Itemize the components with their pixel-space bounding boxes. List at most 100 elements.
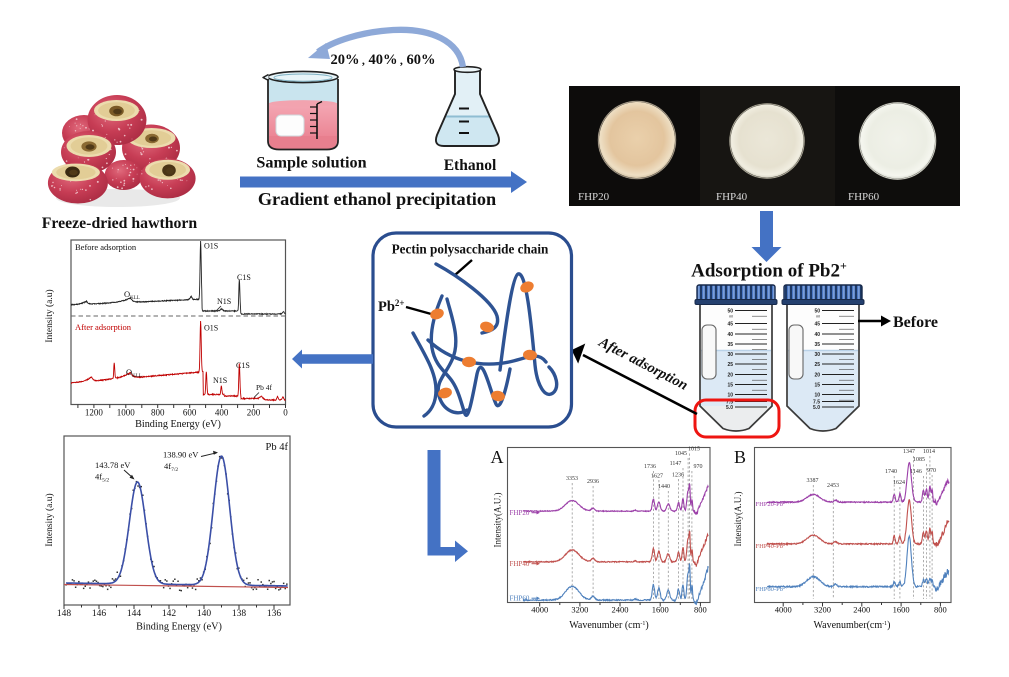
svg-text:1736: 1736	[644, 464, 656, 470]
svg-text:148: 148	[57, 609, 72, 619]
svg-text:20% , 40% , 60%: 20% , 40% , 60%	[330, 52, 435, 68]
svg-text:FHP60: FHP60	[510, 595, 530, 603]
svg-text:5.0: 5.0	[813, 405, 820, 411]
svg-text:1085: 1085	[913, 457, 925, 463]
svg-text:136: 136	[267, 609, 282, 619]
svg-text:Ethanol: Ethanol	[444, 157, 497, 174]
svg-text:Binding Energy (eV): Binding Energy (eV)	[135, 419, 221, 430]
svg-text:FHP20: FHP20	[510, 509, 530, 517]
svg-text:20: 20	[727, 373, 733, 379]
svg-text:Wavenumber(cm-1): Wavenumber(cm-1)	[814, 620, 891, 631]
svg-text:1624: 1624	[893, 480, 905, 486]
svg-text:45: 45	[814, 322, 820, 328]
svg-text:10: 10	[814, 393, 820, 399]
svg-text:Before adsorption: Before adsorption	[75, 242, 137, 252]
svg-text:1147: 1147	[670, 461, 682, 467]
svg-text:1045: 1045	[675, 451, 687, 457]
svg-text:Pb 4f: Pb 4f	[256, 383, 273, 392]
svg-text:143.78 eV: 143.78 eV	[95, 460, 131, 470]
svg-text:3200: 3200	[571, 605, 588, 615]
svg-text:1000: 1000	[117, 408, 136, 418]
svg-text:800: 800	[934, 605, 947, 615]
svg-text:144: 144	[127, 609, 142, 619]
svg-text:3353: 3353	[566, 476, 578, 482]
svg-text:1200: 1200	[85, 408, 104, 418]
svg-text:After adsorption: After adsorption	[75, 322, 132, 332]
svg-text:Freeze-dried hawthorn: Freeze-dried hawthorn	[42, 215, 198, 232]
svg-text:25: 25	[727, 362, 733, 368]
svg-text:Wavenumber (cm-1): Wavenumber (cm-1)	[569, 620, 648, 631]
svg-text:C1S: C1S	[236, 361, 250, 370]
svg-text:Adsorption of Pb2+: Adsorption of Pb2+	[691, 259, 847, 282]
svg-text:2936: 2936	[587, 479, 599, 485]
svg-text:30: 30	[727, 352, 733, 358]
svg-text:45: 45	[727, 322, 733, 328]
svg-text:20: 20	[814, 373, 820, 379]
svg-text:FHP60-Pb2+: FHP60-Pb2+	[756, 585, 789, 594]
svg-text:25: 25	[814, 362, 820, 368]
svg-text:3387: 3387	[807, 478, 819, 484]
svg-text:800: 800	[151, 408, 165, 418]
svg-text:2400: 2400	[853, 605, 870, 615]
svg-text:O1S: O1S	[204, 324, 218, 333]
svg-text:138: 138	[232, 609, 247, 619]
svg-text:970: 970	[694, 464, 703, 470]
svg-text:50: 50	[814, 309, 820, 315]
svg-text:FHP40: FHP40	[716, 191, 748, 203]
svg-text:0: 0	[283, 408, 288, 418]
svg-text:2453: 2453	[827, 483, 839, 489]
svg-text:Intensity (a.u): Intensity (a.u)	[44, 289, 55, 342]
svg-text:40: 40	[727, 332, 733, 338]
svg-text:30: 30	[814, 352, 820, 358]
svg-text:600: 600	[183, 408, 197, 418]
svg-text:1440: 1440	[658, 484, 670, 490]
svg-text:7.5: 7.5	[726, 400, 733, 406]
svg-text:A: A	[491, 447, 504, 467]
svg-text:Intensity(A.U.): Intensity(A.U.)	[733, 492, 743, 547]
svg-text:1146: 1146	[910, 469, 922, 475]
svg-text:2400: 2400	[612, 605, 629, 615]
svg-text:B: B	[734, 447, 746, 467]
svg-text:7.5: 7.5	[813, 400, 820, 406]
svg-text:FHP60: FHP60	[848, 191, 880, 203]
svg-text:5.0: 5.0	[726, 405, 733, 411]
svg-text:1014: 1014	[923, 449, 935, 455]
svg-text:ml: ml	[816, 315, 820, 319]
svg-text:1600: 1600	[652, 605, 669, 615]
svg-text:Pb 4f: Pb 4f	[266, 442, 289, 453]
svg-text:1740: 1740	[885, 469, 897, 475]
svg-text:138.90 eV: 138.90 eV	[163, 450, 199, 460]
svg-text:C1S: C1S	[237, 273, 251, 282]
svg-text:1236: 1236	[672, 473, 684, 479]
svg-text:ml: ml	[729, 315, 733, 319]
svg-text:970: 970	[927, 468, 936, 474]
svg-text:Before: Before	[893, 314, 938, 331]
svg-text:1347: 1347	[903, 449, 915, 455]
svg-text:142: 142	[162, 609, 177, 619]
svg-text:35: 35	[814, 342, 820, 348]
svg-text:Intensity(A.U.): Intensity(A.U.)	[493, 493, 503, 548]
svg-text:Binding Energy (eV): Binding Energy (eV)	[136, 622, 222, 633]
svg-text:4000: 4000	[531, 605, 548, 615]
svg-text:FHP40: FHP40	[510, 560, 530, 568]
svg-text:Intensity (a.u): Intensity (a.u)	[44, 493, 55, 546]
svg-text:4000: 4000	[775, 605, 792, 615]
svg-text:35: 35	[727, 342, 733, 348]
svg-text:50: 50	[727, 309, 733, 315]
svg-text:146: 146	[92, 609, 107, 619]
svg-text:Sample solution: Sample solution	[256, 154, 366, 172]
svg-text:10: 10	[727, 393, 733, 399]
svg-text:Pectin polysaccharide chain: Pectin polysaccharide chain	[392, 242, 549, 257]
svg-text:140: 140	[197, 609, 212, 619]
svg-text:O1S: O1S	[204, 242, 218, 251]
svg-text:1600: 1600	[893, 605, 910, 615]
svg-text:40: 40	[814, 332, 820, 338]
svg-text:400: 400	[215, 408, 229, 418]
svg-text:FHP40-Pb2+: FHP40-Pb2+	[756, 542, 789, 551]
svg-text:FHP20: FHP20	[578, 191, 610, 203]
svg-text:3200: 3200	[814, 605, 831, 615]
svg-text:15: 15	[814, 383, 820, 389]
svg-text:N1S: N1S	[213, 376, 227, 385]
svg-text:N1S: N1S	[217, 297, 231, 306]
svg-text:15: 15	[727, 383, 733, 389]
